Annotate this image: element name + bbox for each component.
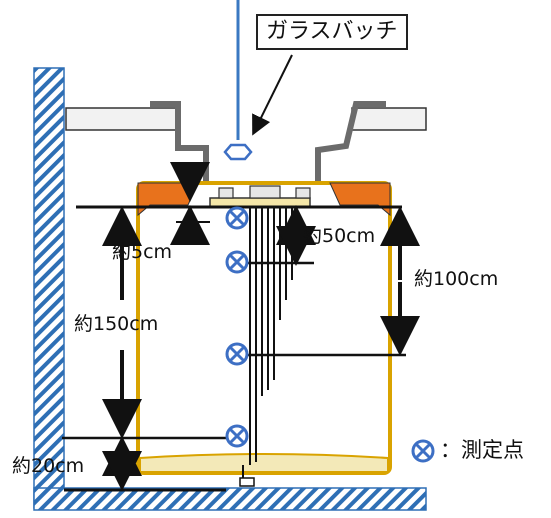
legend-label: ：測定点	[440, 438, 524, 462]
surface-slab-right	[351, 107, 427, 131]
dimension-label-100cm: 約100cm	[414, 268, 499, 290]
ground-floor	[33, 487, 427, 511]
dimension-label-20cm: 約20cm	[12, 455, 85, 477]
glass-badge-callout: ガラスバッチ	[256, 14, 408, 51]
tank-bottom	[139, 453, 389, 473]
dimension-arrows	[102, 162, 420, 491]
measurement-point	[225, 250, 249, 274]
cap-center	[249, 185, 281, 199]
measurement-point	[225, 206, 249, 230]
sensor-foot	[239, 477, 255, 487]
measurement-point-symbol	[411, 439, 435, 463]
callout-arrow	[252, 54, 293, 136]
dimension-label-5cm: 約5cm	[112, 241, 173, 263]
ground-wall-left	[33, 67, 65, 509]
surface-slab-left	[65, 107, 181, 131]
glass-badge-icon	[223, 143, 253, 161]
dimension-label-150cm: 約150cm	[74, 313, 159, 335]
cap-right	[295, 187, 311, 199]
measurement-point	[225, 342, 249, 366]
measurement-point	[225, 424, 249, 448]
cap-left	[218, 187, 234, 199]
dimension-label-50cm: 約50cm	[303, 225, 376, 247]
